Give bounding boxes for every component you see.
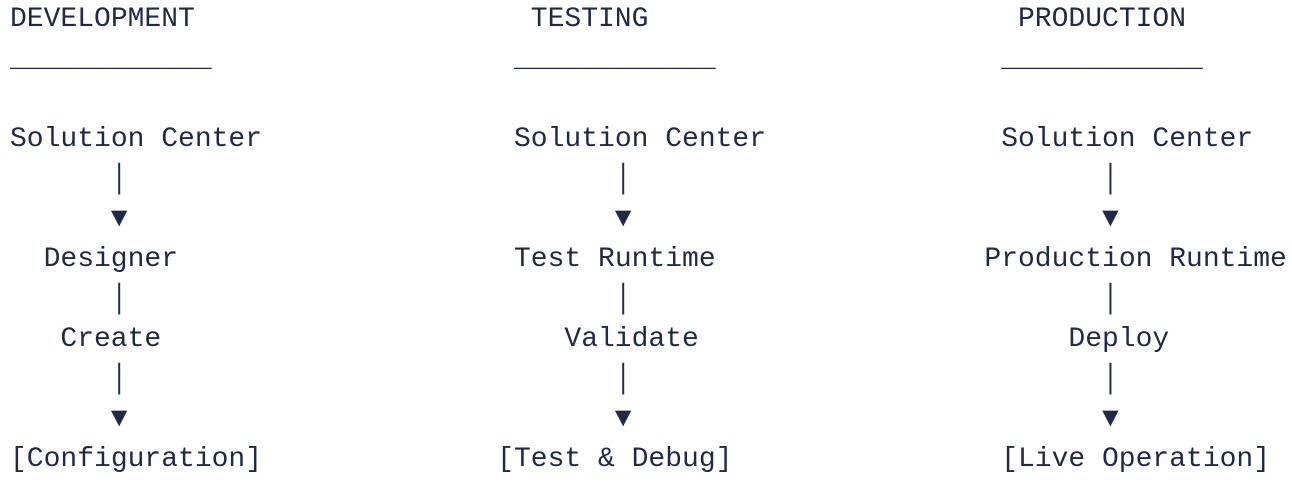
- tool-node: Designer: [43, 244, 179, 275]
- action-label: Deploy: [1068, 324, 1170, 355]
- connector-line: │: [110, 364, 128, 395]
- result-node: [Test & Debug]: [497, 444, 733, 475]
- connector-line: │: [1102, 364, 1119, 395]
- connector-line: │: [110, 164, 128, 195]
- connector-line: │: [1102, 284, 1119, 315]
- heading-underline: ____________: [1001, 44, 1203, 75]
- action-label: Validate: [564, 324, 699, 355]
- source-node: Solution Center: [1001, 124, 1254, 155]
- column-heading: TESTING: [530, 4, 649, 35]
- result-node: [Live Operation]: [1001, 444, 1271, 475]
- result-node: [Configuration]: [10, 444, 263, 475]
- arrow-down-icon: ▼: [110, 204, 128, 235]
- connector-line: │: [614, 284, 632, 315]
- arrow-down-icon: ▼: [1102, 204, 1119, 235]
- source-node: Solution Center: [514, 124, 767, 155]
- action-label: Create: [60, 324, 162, 355]
- heading-underline: ____________: [514, 44, 716, 75]
- arrow-down-icon: ▼: [614, 204, 632, 235]
- connector-line: │: [614, 364, 632, 395]
- connector-line: │: [1102, 164, 1119, 195]
- arrow-down-icon: ▼: [1102, 404, 1119, 435]
- heading-underline: ____________: [10, 44, 212, 75]
- connector-line: │: [110, 284, 128, 315]
- column-heading: PRODUCTION: [1018, 4, 1187, 35]
- tool-node: Production Runtime: [984, 244, 1287, 275]
- arrow-down-icon: ▼: [614, 404, 632, 435]
- arrow-down-icon: ▼: [110, 404, 128, 435]
- column-heading: DEVELOPMENT: [10, 4, 195, 35]
- connector-line: │: [614, 164, 632, 195]
- source-node: Solution Center: [10, 124, 263, 155]
- tool-node: Test Runtime: [514, 244, 716, 275]
